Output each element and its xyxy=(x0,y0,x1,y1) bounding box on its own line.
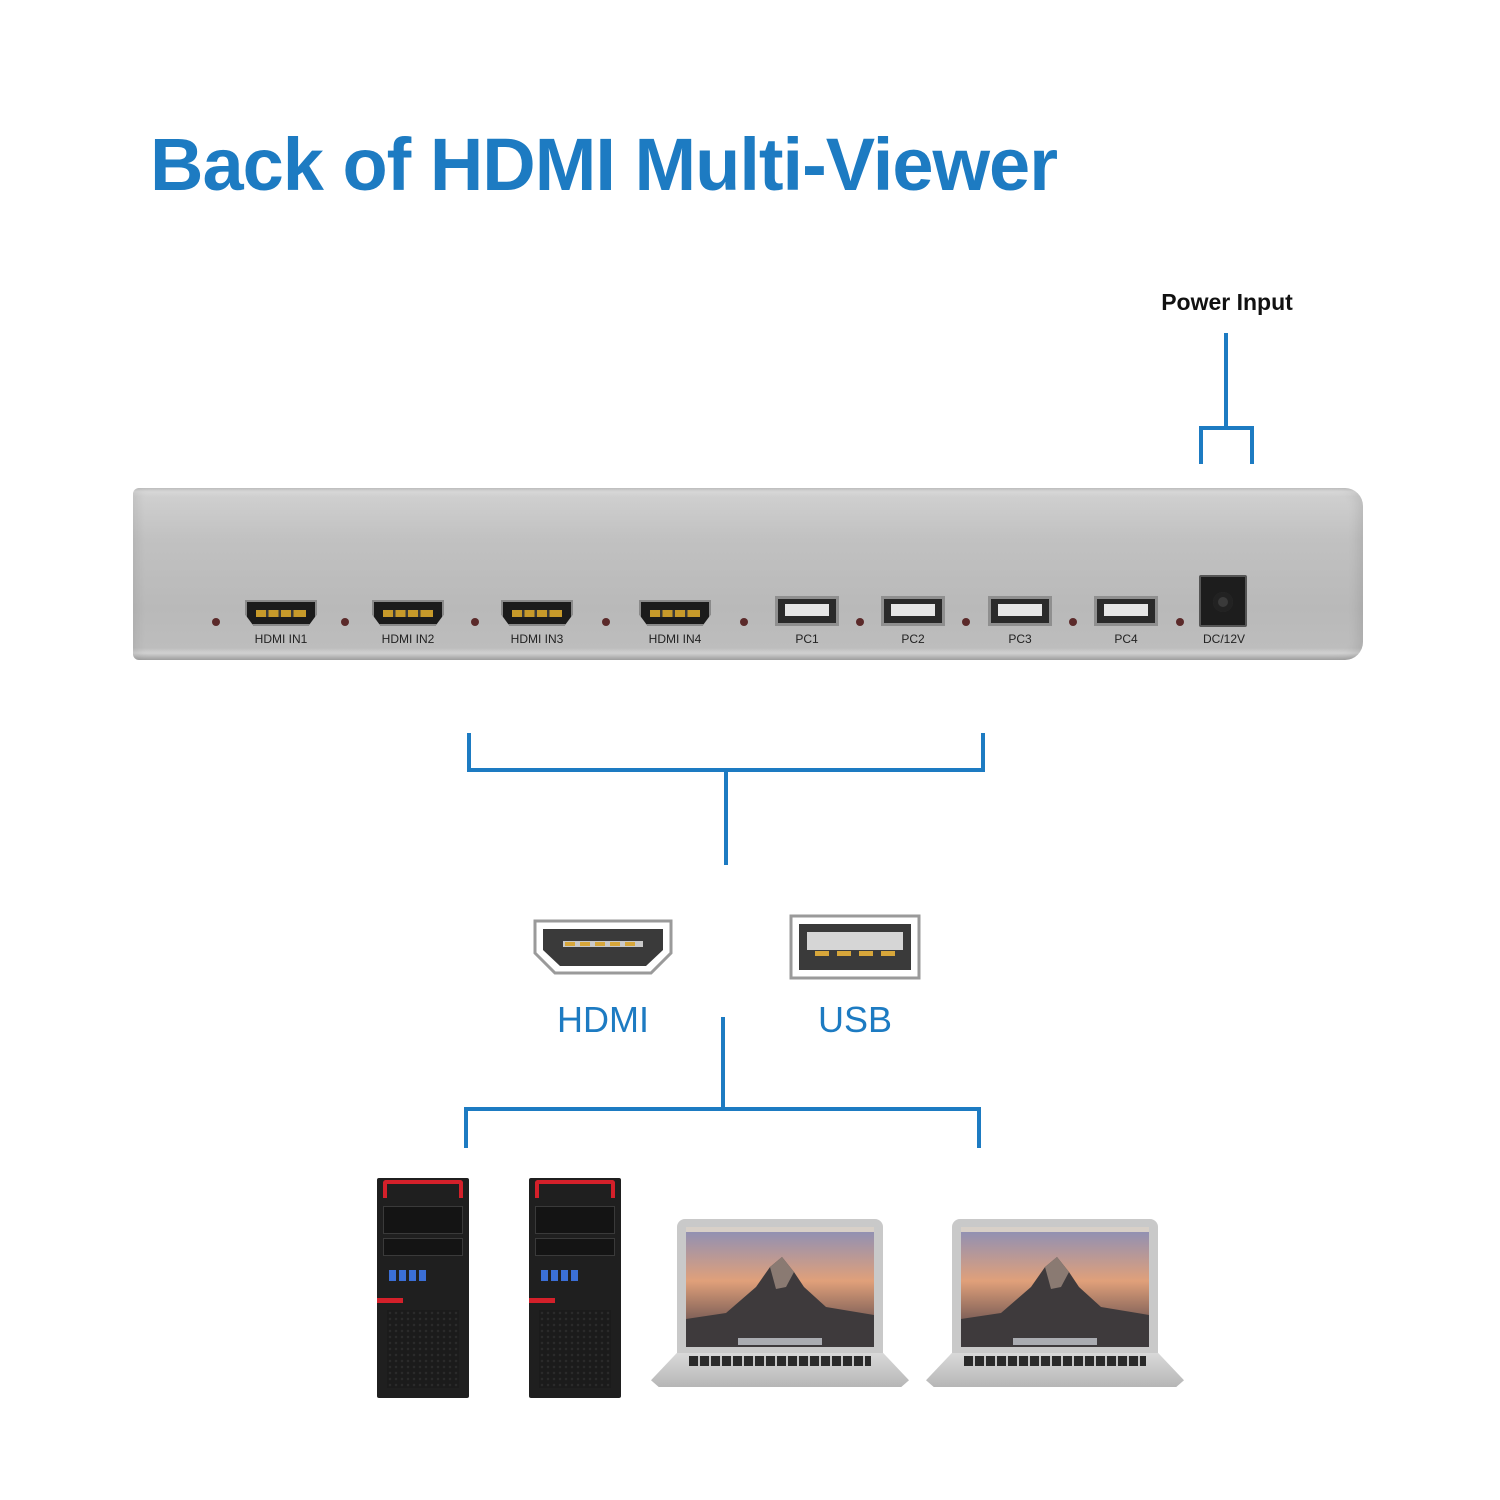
hdmi-connector-icon xyxy=(533,919,673,975)
desktop-tower-2 xyxy=(529,1178,621,1398)
indicator-dot xyxy=(856,618,864,626)
laptop-1 xyxy=(651,1219,909,1389)
hdmi-label: HDMI xyxy=(557,999,649,1040)
mountain-wallpaper-image xyxy=(686,1227,874,1347)
power-connector-bracket-right xyxy=(1250,426,1254,464)
pc4-label: PC4 xyxy=(1114,632,1138,646)
hdmi-in2-port xyxy=(372,600,444,626)
laptop-2 xyxy=(926,1219,1184,1389)
indicator-dot xyxy=(740,618,748,626)
hdmi-in1-label: HDMI IN1 xyxy=(254,632,308,646)
pc3-label: PC3 xyxy=(1008,632,1032,646)
pc2-usb-port xyxy=(881,596,945,626)
multiviewer-back-panel xyxy=(133,488,1363,660)
desktop-tower-1 xyxy=(377,1178,469,1398)
usb-connector-icon xyxy=(789,914,921,980)
computers-bracket-left xyxy=(464,1107,468,1148)
page-title: Back of HDMI Multi-Viewer xyxy=(150,123,1058,206)
indicator-dot xyxy=(471,618,479,626)
ports-bracket-stem xyxy=(724,768,728,865)
hdmi-in1-port xyxy=(245,600,317,626)
usb-label: USB xyxy=(817,999,893,1040)
pc2-label: PC2 xyxy=(901,632,925,646)
indicator-dot xyxy=(212,618,220,626)
mountain-wallpaper-image xyxy=(961,1227,1149,1347)
computers-bracket-stem xyxy=(721,1017,725,1110)
dc-power-jack xyxy=(1199,575,1247,627)
indicator-dot xyxy=(962,618,970,626)
pc1-usb-port xyxy=(775,596,839,626)
pc4-usb-port xyxy=(1094,596,1158,626)
computers-bracket-bar xyxy=(464,1107,981,1111)
power-connector-bracket-left xyxy=(1199,426,1203,464)
indicator-dot xyxy=(341,618,349,626)
indicator-dot xyxy=(1069,618,1077,626)
hdmi-in4-port xyxy=(639,600,711,626)
indicator-dot xyxy=(602,618,610,626)
ports-bracket-right xyxy=(981,733,985,772)
hdmi-in3-port xyxy=(501,600,573,626)
hdmi-in2-label: HDMI IN2 xyxy=(381,632,435,646)
power-connector-bracket xyxy=(1199,426,1254,430)
power-connector-line xyxy=(1224,333,1228,428)
pc3-usb-port xyxy=(988,596,1052,626)
hdmi-in4-label: HDMI IN4 xyxy=(648,632,702,646)
pc1-label: PC1 xyxy=(795,632,819,646)
computers-bracket-right xyxy=(977,1107,981,1148)
indicator-dot xyxy=(1176,618,1184,626)
power-input-label: Power Input xyxy=(1161,289,1293,315)
dc-label: DC/12V xyxy=(1202,632,1246,646)
hdmi-in3-label: HDMI IN3 xyxy=(510,632,564,646)
ports-bracket-left xyxy=(467,733,471,772)
